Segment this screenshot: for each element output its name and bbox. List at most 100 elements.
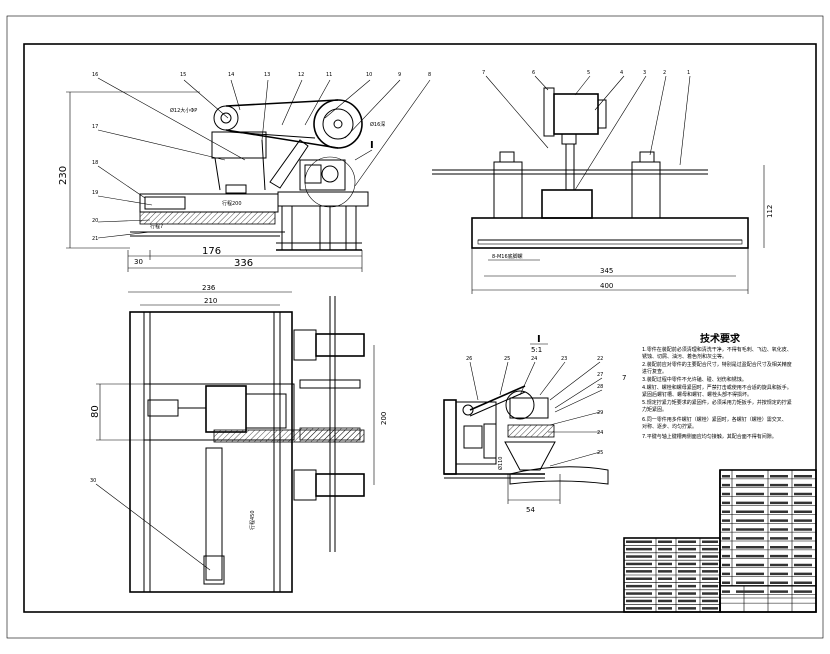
table-text-mark bbox=[770, 563, 788, 567]
part-11: 11 bbox=[326, 72, 332, 78]
part-18: 18 bbox=[92, 160, 98, 166]
plan-frame bbox=[129, 311, 293, 593]
part-4: 4 bbox=[620, 70, 623, 76]
tech-line-12: 7.平键与轴上键槽两侧面应均匀接触，其配合面不得有间隙。 bbox=[642, 433, 777, 440]
table-text-mark bbox=[770, 572, 788, 576]
ram-rod bbox=[205, 447, 223, 581]
table-text-mark bbox=[794, 519, 812, 522]
tech-line-9: 力矩紧固。 bbox=[642, 406, 667, 413]
rail-label: 8-M16底脚螺 bbox=[492, 253, 523, 260]
detail-part-26: 26 bbox=[466, 356, 472, 362]
detail-part-29: 29 bbox=[597, 410, 603, 416]
outer-border bbox=[6, 15, 824, 639]
table-text-mark bbox=[678, 555, 696, 558]
table-text-mark bbox=[678, 577, 696, 580]
detail-part-22: 22 bbox=[597, 356, 603, 362]
table-text-mark bbox=[626, 547, 652, 551]
part-10: 10 bbox=[366, 72, 372, 78]
table-text-mark bbox=[794, 572, 812, 576]
dim-400: 400 bbox=[600, 282, 613, 290]
table-text-mark bbox=[626, 577, 652, 580]
table-text-mark bbox=[770, 492, 788, 496]
table-text-mark bbox=[722, 492, 730, 496]
table-text-mark bbox=[722, 483, 730, 487]
table-text-mark bbox=[658, 540, 672, 543]
table-text-mark bbox=[658, 570, 672, 573]
table-text-mark bbox=[626, 599, 652, 603]
dim-large-pulley: Ø16深 bbox=[370, 121, 385, 128]
table-text-mark bbox=[722, 546, 730, 549]
table-text-mark bbox=[658, 555, 672, 558]
table-text-mark bbox=[736, 572, 764, 576]
table-text-mark bbox=[702, 555, 718, 558]
dim-230: 230 bbox=[58, 166, 69, 185]
table-text-mark bbox=[658, 547, 672, 551]
part-2: 2 bbox=[663, 70, 666, 76]
table-text-mark bbox=[702, 577, 718, 580]
tech-line-4: 进行复查。 bbox=[642, 368, 667, 375]
detail-part-24: 24 bbox=[531, 356, 537, 362]
table-text-mark bbox=[770, 581, 788, 584]
side-base bbox=[471, 217, 749, 249]
small-pulley bbox=[213, 105, 239, 131]
tech-line-6: 4.螺钉、螺栓和螺母紧固时，严禁打击或使用不合适的旋具和扳手。 bbox=[642, 384, 792, 391]
table-text-mark bbox=[702, 570, 718, 573]
cutter-arm bbox=[269, 139, 309, 189]
part-6: 6 bbox=[532, 70, 535, 76]
table-text-mark bbox=[658, 607, 672, 610]
table-text-mark bbox=[736, 483, 764, 487]
table-text-mark bbox=[678, 607, 696, 610]
table-text-mark bbox=[770, 519, 788, 522]
table-text-mark bbox=[770, 546, 788, 549]
tech-line-10: 6.同一零件用多件螺钉（螺栓）紧固时，各螺钉（螺栓）需交叉、 bbox=[642, 416, 787, 423]
table-text-mark bbox=[702, 562, 718, 566]
table-text-mark bbox=[722, 510, 730, 513]
table-text-mark bbox=[736, 546, 764, 549]
table-text-mark bbox=[702, 592, 718, 595]
table-text-mark bbox=[702, 607, 718, 610]
dim-small-pulley: Ø12大小ΦP bbox=[170, 107, 197, 114]
plan-motor bbox=[205, 385, 247, 433]
detail-scale: 5:1 bbox=[531, 346, 542, 354]
detail-view: I 5:1 26 25 24 23 22 27 28 29 24 25 bbox=[443, 334, 609, 514]
table-text-mark bbox=[770, 590, 788, 593]
detail-part-24b: 24 bbox=[597, 430, 603, 436]
table-text-mark bbox=[736, 492, 764, 496]
table-text-mark bbox=[658, 592, 672, 595]
table-text-mark bbox=[722, 501, 730, 505]
table-text-mark bbox=[678, 599, 696, 603]
table-text-mark bbox=[794, 528, 812, 531]
tech-line-11: 对称、逐步、均匀拧紧。 bbox=[642, 423, 697, 430]
table-text-mark bbox=[794, 475, 812, 478]
tech-line-8: 5.规定拧紧力矩要求的紧固件，必须采用力矩扳手，并按规定的拧紧 bbox=[642, 399, 792, 406]
table-text-mark bbox=[736, 501, 764, 505]
tech-line-2: 锈蚀、切屑、油污、着色剂和灰尘等。 bbox=[642, 353, 727, 360]
tech-line-3: 2.装配前应对零件的主要配合尺寸，特别是过盈配合尺寸及相关精度 bbox=[642, 361, 792, 368]
table-text-mark bbox=[770, 528, 788, 531]
table-text-mark bbox=[626, 570, 652, 573]
table-text-mark bbox=[722, 519, 730, 522]
table-text-mark bbox=[626, 555, 652, 558]
table-text-mark bbox=[794, 501, 812, 505]
belt-top bbox=[225, 99, 339, 107]
table-text-mark bbox=[722, 572, 730, 576]
table-text-mark bbox=[658, 599, 672, 603]
table-text-mark bbox=[770, 554, 788, 558]
table-text-mark bbox=[794, 483, 812, 487]
dim-200: 200 bbox=[380, 412, 388, 425]
detail-part-25b: 25 bbox=[597, 450, 603, 456]
table-text-mark bbox=[722, 590, 730, 593]
cutter-block bbox=[541, 189, 593, 219]
dim-236: 236 bbox=[202, 284, 216, 292]
table-text-mark bbox=[770, 475, 788, 478]
table-text-mark bbox=[722, 563, 730, 567]
table-text-mark bbox=[658, 577, 672, 580]
table-text-mark bbox=[722, 537, 730, 540]
detail-dim-110: Ø110 bbox=[497, 457, 504, 470]
table-text-mark bbox=[678, 592, 696, 595]
table-text-mark bbox=[736, 537, 764, 540]
dim-345: 345 bbox=[600, 267, 613, 275]
table-text-mark bbox=[770, 501, 788, 505]
